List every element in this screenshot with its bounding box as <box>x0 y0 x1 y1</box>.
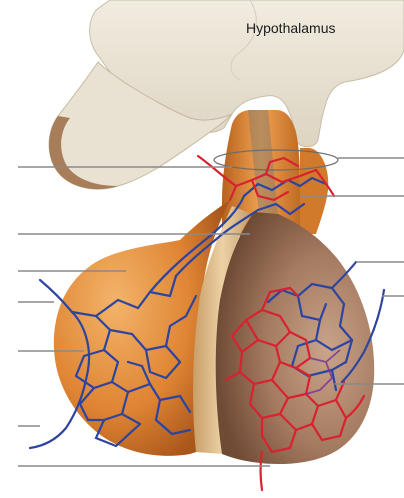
hypothalamus-label: Hypothalamus <box>246 20 336 36</box>
